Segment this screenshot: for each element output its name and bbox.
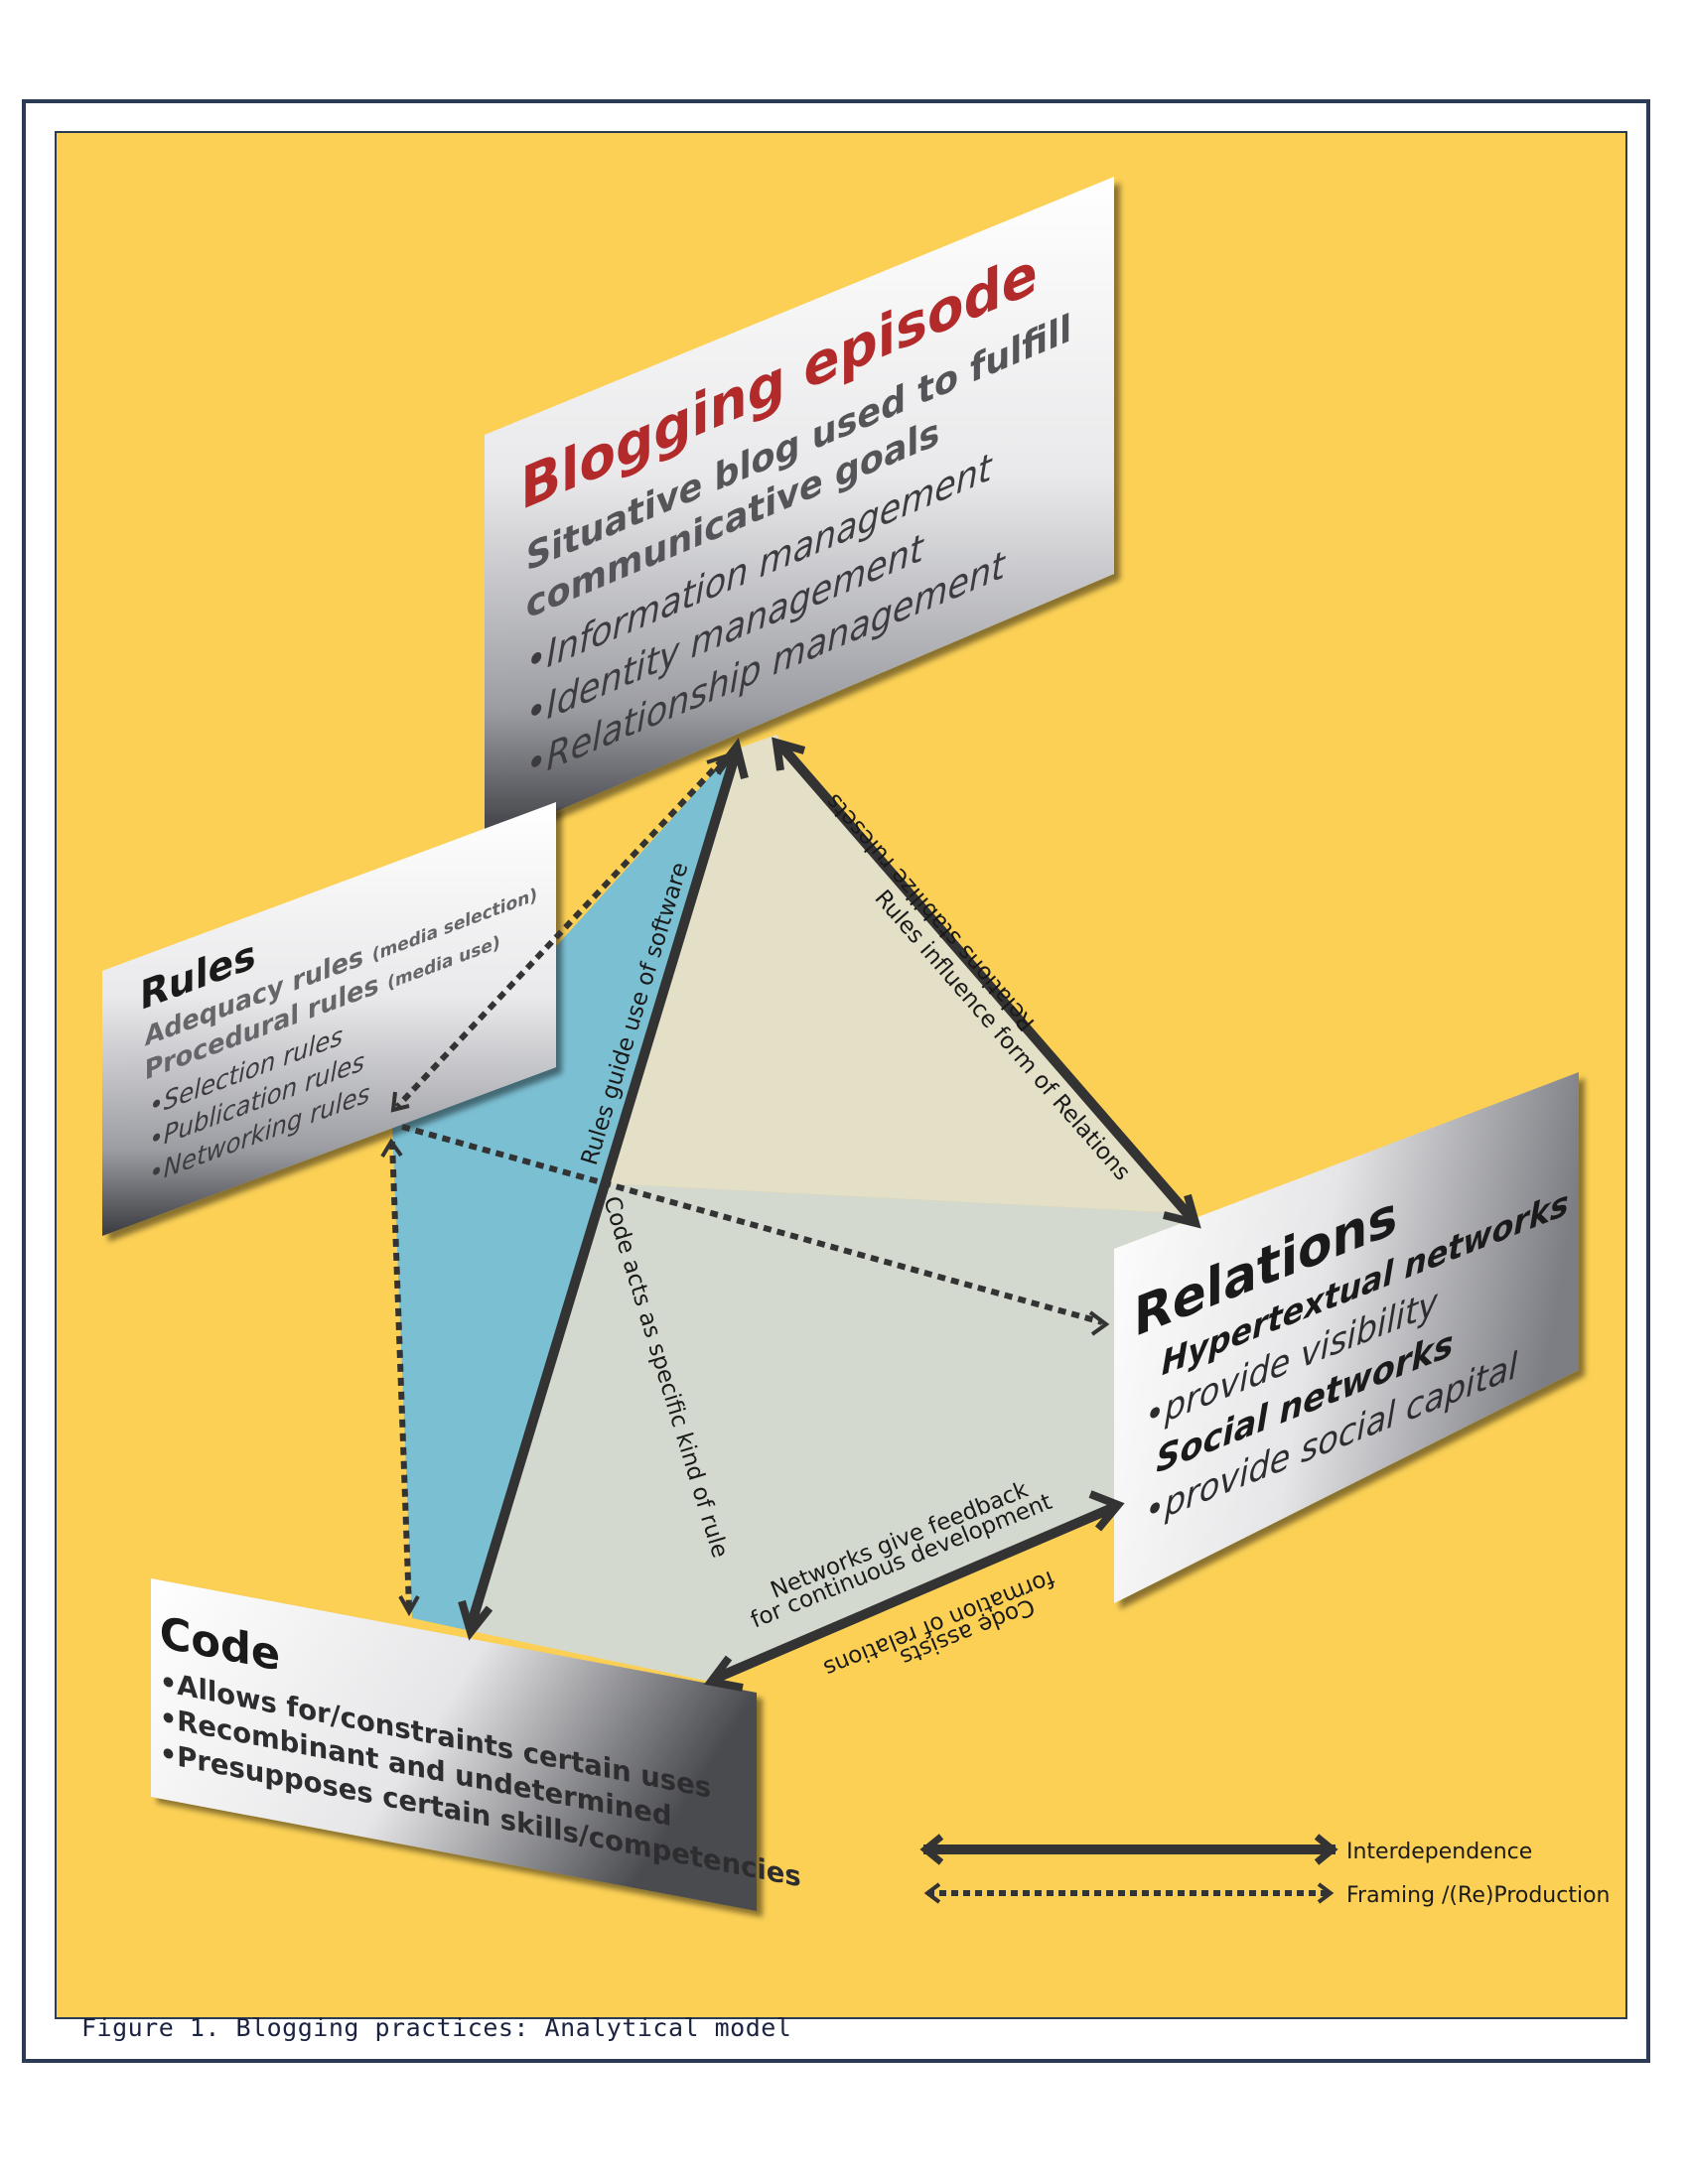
relations-box [1114,1072,1579,1603]
interdependence-arrowheads [458,737,1201,1692]
dotted-arrow-episode-rules [394,756,726,1110]
solid-arrow-episode-relations [779,745,1195,1221]
grey-face [467,1183,1182,1683]
legend-solid-label: Interdependence [1346,1840,1532,1864]
rules-box [102,802,556,1236]
figure-caption: Figure 1. Blogging practices: Analytical… [81,2013,792,2042]
dotted-arrow-rules-relations [401,1124,1103,1325]
beige-face [604,735,1182,1213]
blue-face [392,750,735,1630]
code-box [151,1578,757,1911]
legend: Interdependence Framing /(Re)Production [919,1834,1610,1908]
legend-dotted-label: Framing /(Re)Production [1346,1883,1610,1908]
interdependence-arrows [467,745,1195,1683]
blogging-episode-box [485,177,1114,842]
solid-arrow-episode-code [467,751,740,1628]
framing-arrows [389,756,1103,1609]
solid-arrow-code-relations [712,1504,1115,1683]
